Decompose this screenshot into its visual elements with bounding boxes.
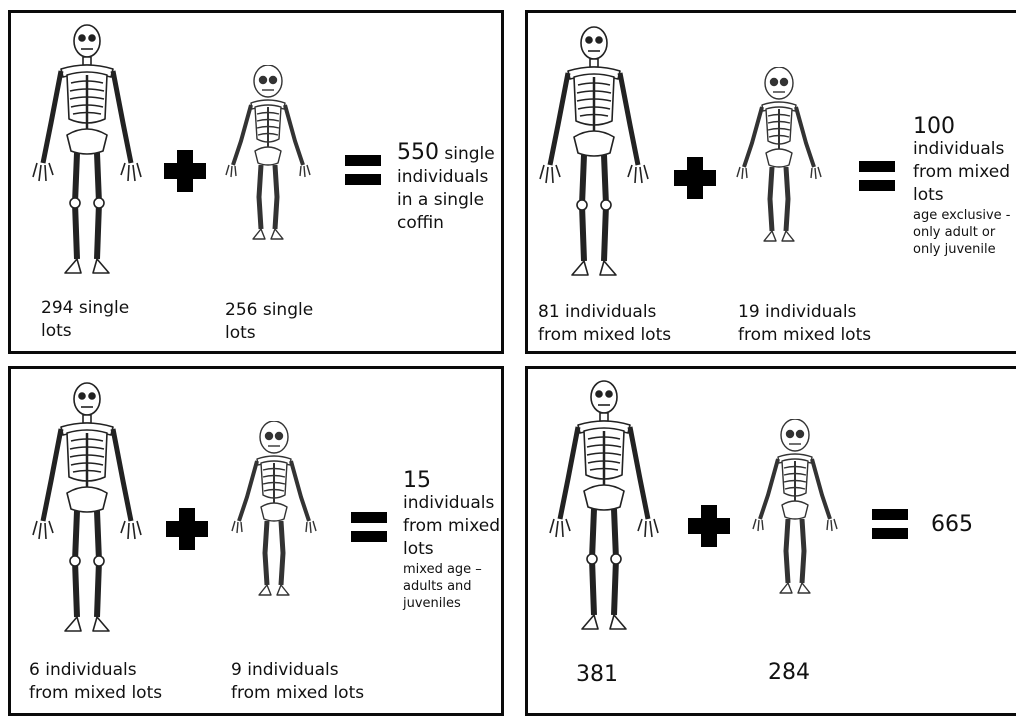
equals-icon bbox=[859, 161, 895, 191]
plus-icon bbox=[674, 157, 716, 199]
equals-icon bbox=[351, 512, 387, 542]
juvenile-skeleton-icon bbox=[750, 419, 840, 595]
adult-skeleton-icon bbox=[27, 23, 147, 283]
panel-bottom-right: 381 284 665 bbox=[525, 366, 1016, 716]
juvenile-skeleton-icon bbox=[734, 67, 824, 243]
equals-icon bbox=[345, 155, 381, 185]
juvenile-skeleton-icon bbox=[223, 65, 313, 241]
plus-icon bbox=[164, 150, 206, 192]
result-text: 100 individuals from mixed lots age excl… bbox=[913, 115, 1010, 258]
plus-icon bbox=[688, 505, 730, 547]
result-number: 550 bbox=[397, 140, 439, 165]
result-number: 100 bbox=[913, 115, 1010, 138]
result-number: 15 bbox=[403, 469, 500, 492]
adult-count-label: 381 bbox=[576, 663, 618, 686]
result-number: 665 bbox=[931, 513, 973, 536]
adult-skeleton-icon bbox=[27, 381, 147, 641]
equals-icon bbox=[872, 509, 908, 539]
adult-skeleton-icon bbox=[544, 379, 664, 639]
result-note: mixed age – adults and juveniles bbox=[403, 561, 500, 612]
result-text: 15 individuals from mixed lots mixed age… bbox=[403, 469, 500, 612]
result-note: age exclusive - only adult or only juven… bbox=[913, 207, 1010, 258]
juvenile-skeleton-icon bbox=[229, 421, 319, 597]
adult-skeleton-icon bbox=[534, 25, 654, 285]
result-text: 550 single individuals in a single coffi… bbox=[397, 141, 495, 235]
juvenile-count-label: 284 bbox=[768, 661, 810, 684]
plus-icon bbox=[166, 508, 208, 550]
